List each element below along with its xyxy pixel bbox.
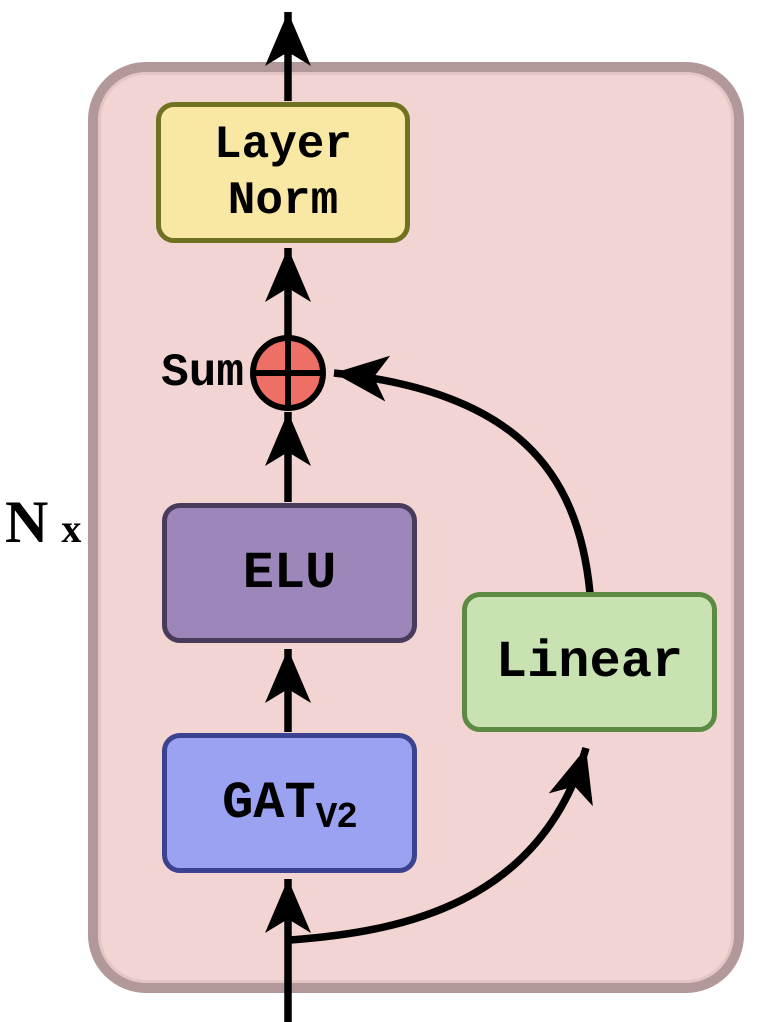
- elu-block: ELU: [162, 503, 417, 643]
- repeat-count-n: N: [5, 489, 49, 555]
- linear-label: Linear: [495, 632, 684, 692]
- layer-norm-block: Layer Norm: [156, 102, 410, 243]
- elu-label: ELU: [242, 543, 337, 603]
- plus-icon: [253, 338, 323, 408]
- repeat-count-times: x: [61, 506, 82, 551]
- gatv2-label: GAT: [222, 773, 316, 833]
- linear-to-sum-skip-arrow: [333, 355, 594, 594]
- sum-label: Sum: [161, 347, 244, 399]
- repeat-count-label: N x: [5, 492, 81, 552]
- layer-norm-label-line1: Layer: [213, 118, 353, 171]
- input-to-linear-skip-arrow: [289, 746, 593, 944]
- sum-node: [250, 335, 326, 411]
- layer-norm-label-line2: Norm: [227, 174, 339, 227]
- gatv2-subscript: V2: [315, 796, 358, 838]
- linear-block: Linear: [462, 592, 717, 732]
